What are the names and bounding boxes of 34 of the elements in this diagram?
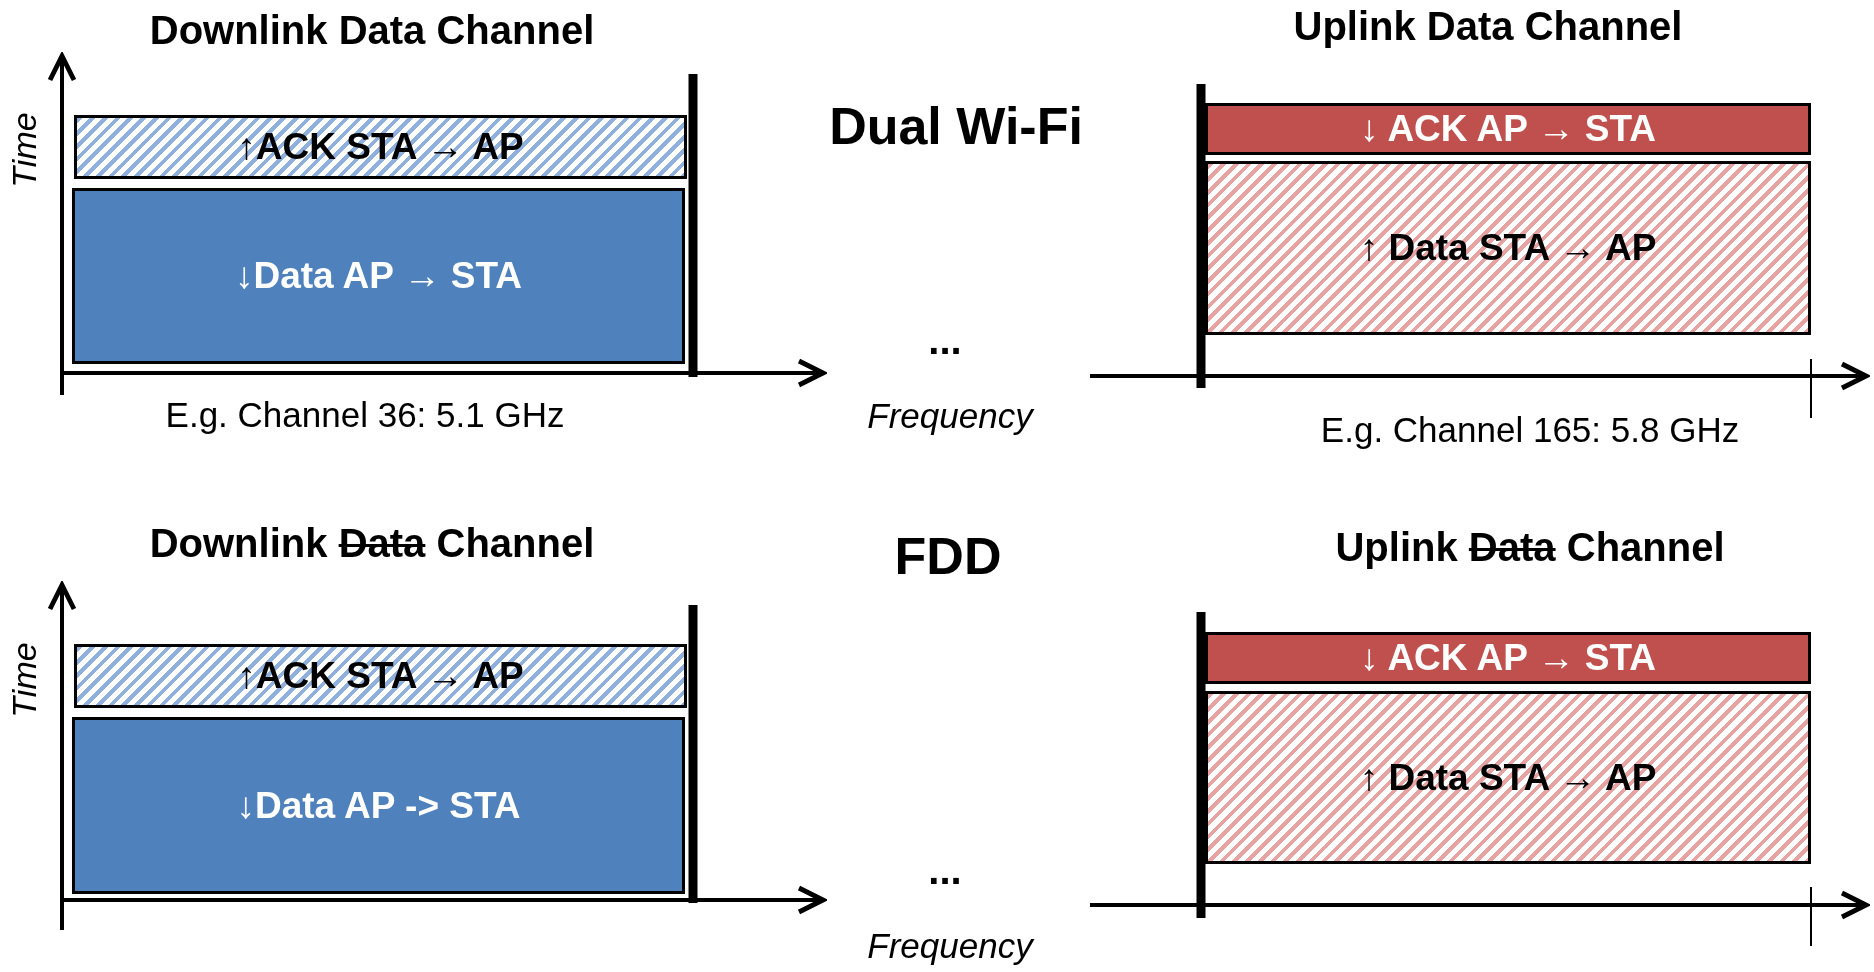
- channel-block: [1205, 691, 1811, 864]
- block-label: ↓ ACK AP → STA: [1360, 107, 1656, 152]
- chart-title: Uplink: [1335, 524, 1458, 571]
- channel-block: [1205, 103, 1811, 155]
- block-label: ↑ Data STA → AP: [1359, 226, 1657, 271]
- axis-label: Time: [3, 642, 44, 718]
- channel-block: [72, 717, 685, 894]
- block-label: ↓ ACK AP → STA: [1360, 636, 1656, 681]
- channel-block: [74, 644, 687, 708]
- channel-block: [74, 115, 687, 179]
- block-label: ↓Data AP -> STA: [236, 783, 521, 828]
- chart-title: Data: [338, 520, 426, 567]
- chart-title: Channel: [436, 520, 595, 567]
- ellipsis: ...: [928, 847, 962, 894]
- chart-title: Uplink Data Channel: [1293, 3, 1683, 50]
- block-label: ↑ACK STA → AP: [237, 125, 524, 170]
- channel-block: [1205, 632, 1811, 684]
- axis-label: Time: [3, 112, 44, 188]
- axis-label: Frequency: [867, 924, 1033, 967]
- chart-title: Downlink Data Channel: [149, 7, 595, 54]
- block-label: ↑ACK STA → AP: [237, 654, 524, 699]
- chart-title: Channel: [1566, 524, 1725, 571]
- channel-label: E.g. Channel 36: 5.1 GHz: [165, 393, 565, 436]
- chart-title: Data: [1468, 524, 1556, 571]
- ellipsis: ...: [928, 317, 962, 364]
- section-heading: FDD: [894, 526, 1002, 587]
- chart-title: Downlink: [149, 520, 328, 567]
- axis-label: Frequency: [867, 394, 1033, 437]
- block-label: ↑ Data STA → AP: [1359, 755, 1657, 800]
- block-label: ↓Data AP → STA: [234, 254, 523, 299]
- channel-label: E.g. Channel 165: 5.8 GHz: [1320, 408, 1740, 451]
- channel-block: [72, 188, 685, 364]
- section-heading: Dual Wi-Fi: [829, 96, 1083, 157]
- channel-block: [1205, 161, 1811, 335]
